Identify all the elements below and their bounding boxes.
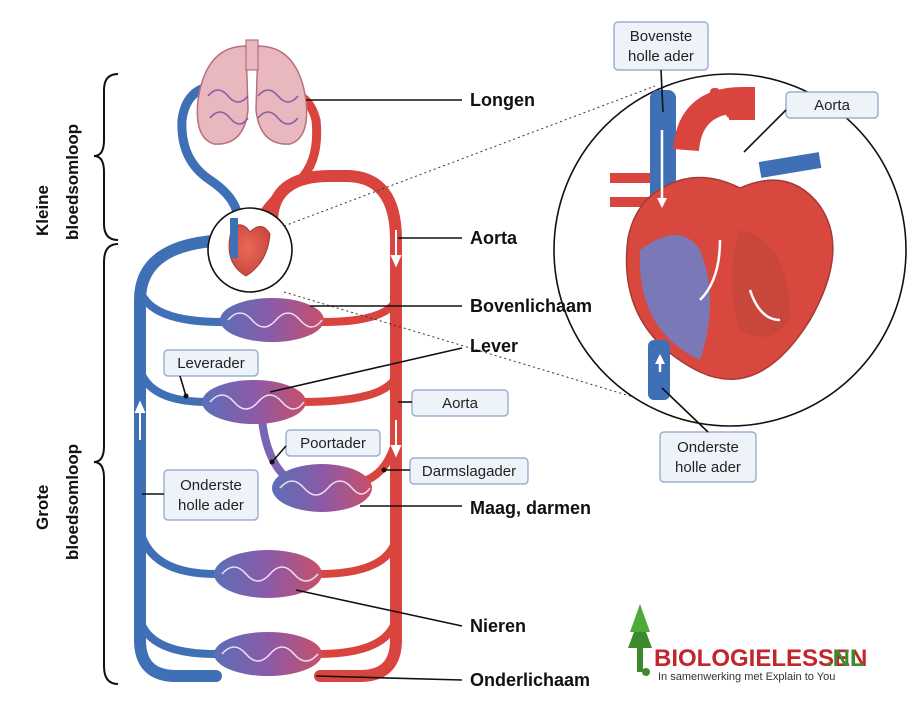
logo-brand-suffix: .NL [826, 645, 865, 672]
pulmonary-vein-red [253, 87, 322, 226]
svg-text:Onderlichaam: Onderlichaam [470, 670, 590, 690]
label-poortader: Poortader [269, 429, 381, 465]
svg-text:holle ader: holle ader [178, 497, 244, 514]
biologielessen-logo: BIOLOGIELESSEN .NL In samenwerking met E… [628, 604, 867, 683]
capillary-onderlichaam [214, 632, 322, 676]
svg-text:Onderste: Onderste [677, 439, 739, 456]
zoom-line-top [283, 85, 656, 227]
svg-text:Aorta: Aorta [470, 228, 518, 248]
label-aorta-mid: Aorta [398, 389, 509, 417]
label-lever: Lever [269, 336, 518, 393]
side-label-grote-1: Grote [33, 485, 52, 530]
svg-text:Bovenste: Bovenste [630, 28, 693, 45]
zoom-line-bottom [283, 291, 661, 406]
vena-cava [134, 234, 242, 682]
svg-text:holle ader: holle ader [628, 48, 694, 65]
label-bovenlichaam: Bovenlichaam [310, 296, 592, 316]
side-label-kleine-2: bloedsomloop [63, 124, 82, 240]
aorta-descending [314, 234, 402, 682]
tree-icon [628, 604, 652, 676]
pulmonary-artery-blue [177, 81, 243, 225]
flow-arrows [134, 230, 402, 458]
svg-text:Poortader: Poortader [300, 435, 366, 452]
svg-text:Darmslagader: Darmslagader [422, 463, 516, 480]
svg-text:Aorta: Aorta [442, 395, 479, 412]
label-maag-darmen: Maag, darmen [360, 498, 591, 518]
svg-text:Nieren: Nieren [470, 616, 526, 636]
label-bovenste-holle-ader: Bovenste holle ader [613, 21, 709, 113]
capillary-lever [202, 380, 306, 424]
bracket-kleine [93, 73, 119, 241]
label-aorta-main: Aorta [398, 228, 518, 248]
logo-tagline: In samenwerking met Explain to You [658, 671, 835, 683]
logo-brand: BIOLOGIELESSEN [654, 645, 867, 672]
label-leverader: Leverader [163, 349, 259, 399]
side-label-kleine-1: Kleine [33, 185, 52, 236]
bracket-grote [93, 243, 119, 685]
lungs [196, 39, 308, 145]
svg-text:Bovenlichaam: Bovenlichaam [470, 296, 592, 316]
label-nieren: Nieren [295, 589, 526, 636]
svg-text:Maag, darmen: Maag, darmen [470, 498, 591, 518]
label-onderste-holle-ader: Onderste holle ader [142, 469, 259, 521]
label-longen: Longen [306, 90, 535, 110]
capillary-nieren [214, 550, 322, 598]
label-heart-onderste-holle-ader: Onderste holle ader [659, 387, 757, 483]
capillary-darmen [272, 464, 372, 512]
capillary-bovenlichaam [220, 298, 324, 342]
svg-text:Longen: Longen [470, 90, 535, 110]
svg-text:holle ader: holle ader [675, 459, 741, 476]
branches [136, 288, 400, 658]
svg-text:Lever: Lever [470, 336, 518, 356]
label-onderlichaam: Onderlichaam [315, 670, 590, 690]
svg-text:Onderste: Onderste [180, 477, 242, 494]
svg-text:Aorta: Aorta [814, 97, 851, 114]
heart-detail [553, 73, 907, 427]
side-label-grote-2: bloedsomloop [63, 444, 82, 560]
small-heart [207, 207, 293, 293]
label-heart-aorta: Aorta [743, 91, 879, 153]
label-darmslagader: Darmslagader [381, 457, 529, 485]
svg-text:Leverader: Leverader [177, 355, 245, 372]
